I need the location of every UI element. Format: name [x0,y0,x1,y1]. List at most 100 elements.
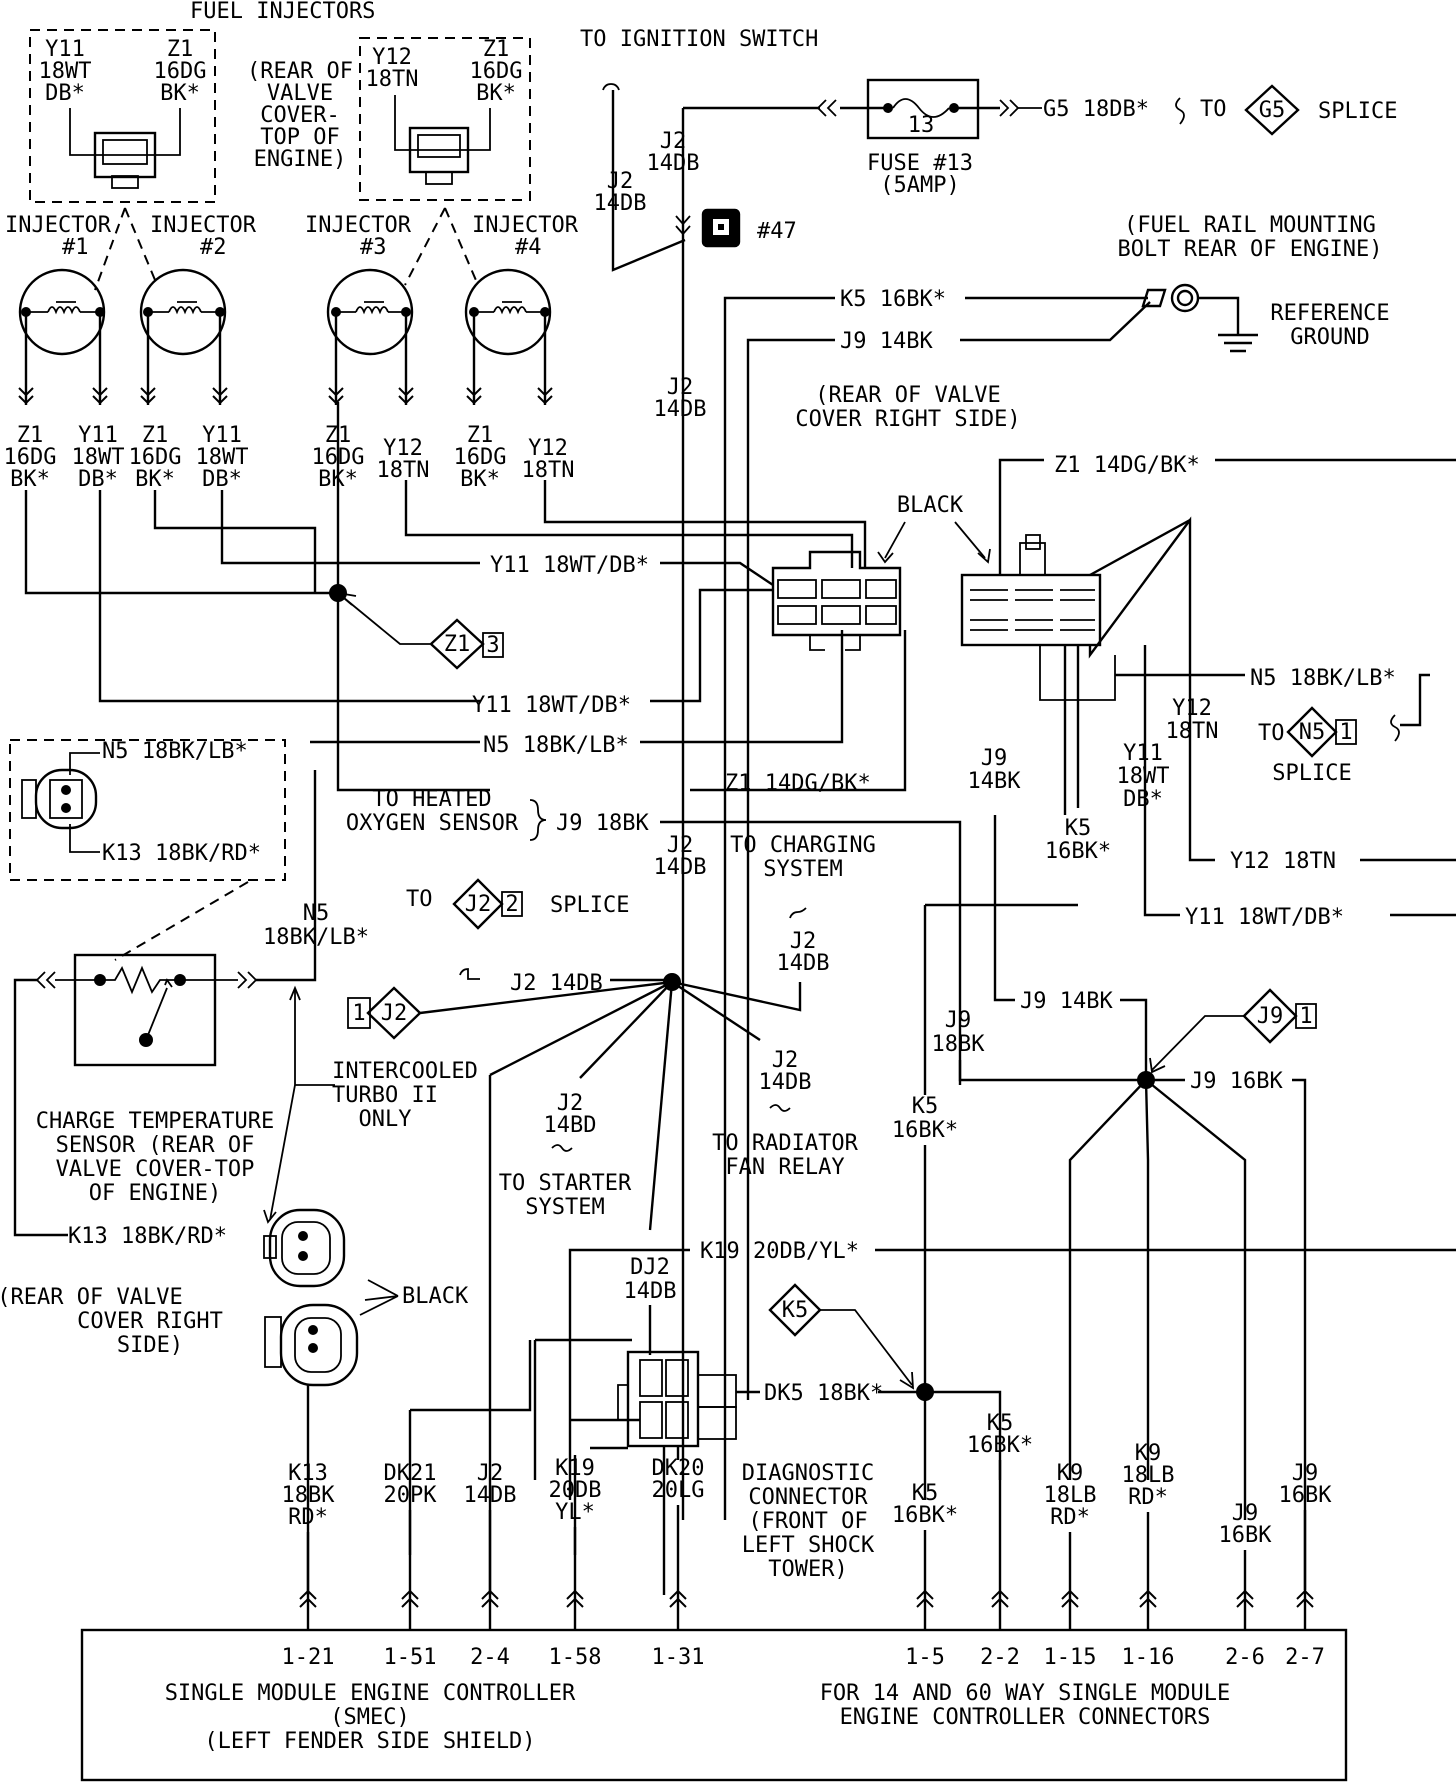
bottom-wire-2-line-1: DK21 [384,1461,437,1486]
conn12-y11-gauge: 18WT [39,59,92,84]
smec-pin-2-7: 2-7 [1285,1645,1325,1670]
smec-title-1: SINGLE MODULE ENGINE CONTROLLER [165,1681,576,1706]
injector-1-label: INJECTOR [5,213,112,238]
ground-symbol [1198,296,1258,353]
j9-right-gauge: 14BK [968,769,1022,794]
smec-pin-2-6: 2-6 [1225,1645,1265,1670]
charging-j2-gauge: 14DB [777,951,830,976]
bottom-wire-6-line-1: K5 [912,1481,939,1506]
connector-47-label: #47 [757,219,797,244]
inj-wire-2-code: Y11 [78,423,118,448]
conn12-y11-color: DB* [45,81,85,106]
mid-connectors-section: (REAR OF VALVE COVER RIGHT SIDE) BLACK Z… [24,383,1456,930]
z1-splice-diamond [429,618,485,670]
charging-j2-code: J2 [790,929,817,954]
bottom-wire-9-line-3: RD* [1128,1485,1168,1510]
fan-j2-code: J2 [772,1048,799,1073]
j9-right-code: J9 [981,746,1008,771]
black-connector-a [771,550,902,651]
bottom-wire-11-line-2: 16BK [1279,1483,1333,1508]
bottom-wire-4-line-1: K19 [555,1456,595,1481]
bottom-wire-7-line-1: K5 [987,1411,1014,1436]
inj-wire-1-code: Z1 [17,423,44,448]
bottom-wire-4-line-2: 20DB [549,1478,602,1503]
sensor-connector-lower [264,1303,359,1387]
smec-pin-2-2: 2-2 [980,1645,1020,1670]
bottom-wire-11-line-1: J9 [1292,1461,1319,1486]
injector-1 [18,268,106,356]
y11-wire-a: Y11 18WT/DB* [490,553,649,578]
bottom-wire-10-line-1: J9 [1232,1501,1259,1526]
n5-splice-code: N5 [1299,720,1326,745]
diagnostic-connector [617,1350,737,1448]
j2-c-gauge: 14DB [654,397,707,422]
bottom-wire-3-line-1: J2 [477,1461,504,1486]
charge-temp-sensor [73,953,217,1067]
diag-note-3: (FRONT OF [748,1509,867,1534]
z1-splice-num: 3 [486,633,499,658]
cts-note-1: CHARGE TEMPERATURE [36,1109,274,1134]
bottom-wire-1-line-2: 18BK [282,1483,336,1508]
to-fan-1: TO RADIATOR [712,1131,858,1156]
j2-splice-label-top: SPLICE [550,893,629,918]
ground-section: (FUEL RAIL MOUNTING BOLT REAR OF ENGINE)… [723,213,1390,1520]
bottom-wire-1-line-3: RD* [288,1505,328,1530]
injector-connector-34-box [359,37,531,201]
conn12-z1-code: Z1 [167,37,194,62]
j2-c-code: J2 [667,375,694,400]
location-note-3: COVER- [260,103,339,128]
bottom-wire-6-line-2: 16BK* [892,1503,958,1528]
to-charging-1: TO CHARGING [730,833,876,858]
conn34-y12-gauge: 18TN [366,67,419,92]
ignition-section: TO IGNITION SWITCH 13 FUSE #13 (5AMP) G5… [580,27,1397,1520]
k5-mid-code: K5 [912,1094,939,1119]
n5-wire-a: N5 18BK/LB* [483,733,629,758]
diag-note-4: LEFT SHOCK [742,1533,875,1558]
diag-note-2: CONNECTOR [748,1485,868,1510]
j9-14bk-wire: J9 14BK [1020,989,1113,1014]
intercooled-1: INTERCOOLED [332,1059,478,1084]
inj-wire-1-color: BK* [10,467,50,492]
conn34-z1-color: BK* [476,81,516,106]
bottom-wire-9-line-2: 18LB [1122,1463,1175,1488]
connector-34-icon [394,95,491,185]
reference-label: REFERENCE [1270,301,1389,326]
bottom-wire-10-line-2: 16BK [1219,1523,1273,1548]
j9-hub-section: J9 14BK J9 18BK J9 16BK J9 1 K5 16BK* [892,815,1317,1590]
smec-pin-1-16: 1-16 [1122,1645,1175,1670]
n5-to: TO [1258,721,1285,746]
j2-a-gauge: 14DB [647,151,700,176]
j9-18bk-gauge: 18BK [932,1032,986,1057]
fan-j2-gauge: 14DB [759,1070,812,1095]
injector-2-number: #2 [200,235,227,260]
injector-connector-12-box [29,29,216,203]
inj-wire-4-code: Y11 [202,423,242,448]
z1-top-wire: Z1 14DG/BK* [1054,453,1200,478]
smec-title-2: (SMEC) [330,1705,409,1730]
to-starter-2: SYSTEM [525,1195,604,1220]
conn12-z1-gauge: 16DG [154,59,207,84]
cts-note-3: VALVE COVER-TOP [56,1157,255,1182]
inj-wire-1-gauge: 16DG [4,445,57,470]
k5-right-gauge: 16BK* [1045,839,1111,864]
injector-4-label: INJECTOR [472,213,579,238]
injector-3-number: #3 [360,235,387,260]
connector-12-icon [69,108,181,189]
bottom-wire-3-line-2: 14DB [464,1483,517,1508]
inj-wire-4-color: DB* [202,467,242,492]
j9-16bk-wire: J9 16BK [1190,1069,1283,1094]
smec-section: K1318BKRD*DK2120PKJ214DBK1920DBYL*DK2020… [80,1411,1348,1782]
bottom-wire-5-line-2: 20LG [652,1478,705,1503]
dj2-code: DJ2 [630,1255,670,1280]
j2-splice-diamond-top [452,878,504,930]
inj-wire-8-gauge: 18TN [522,458,575,483]
smec-pin-1-58: 1-58 [549,1645,602,1670]
inj-wire-2-gauge: 18WT [72,445,125,470]
inj-wire-6-gauge: 18TN [377,458,430,483]
j9-18bk-code: J9 [945,1008,972,1033]
location-note-5: ENGINE) [254,147,347,172]
fuse-label-1: FUSE #13 [867,151,973,176]
bottom-wire-9-line-1: K9 [1135,1441,1162,1466]
injector-4 [464,268,552,356]
